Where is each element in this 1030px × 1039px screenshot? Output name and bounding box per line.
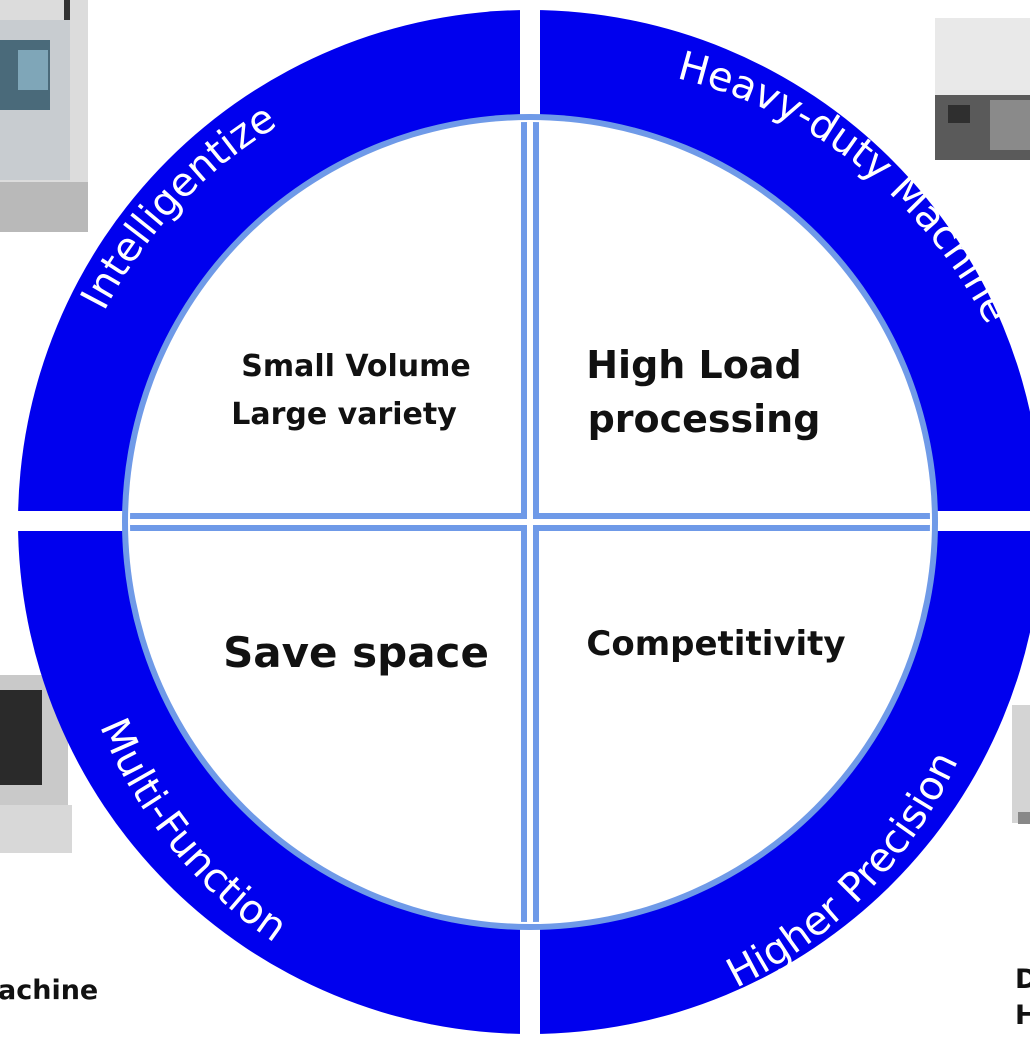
- machine-image-bottom-left: [0, 675, 72, 853]
- quadrant-text-competitivity: Competitivity: [586, 624, 845, 664]
- quadrant-text-large-variety: Large variety: [231, 397, 457, 432]
- caption-machine-right: D H: [1015, 962, 1030, 1034]
- caption-right-line-1: D: [1015, 964, 1030, 995]
- quadrant-text-high-load: High Load: [586, 343, 801, 387]
- machine-image-top-right: [935, 18, 1030, 160]
- caption-machine-left: achine: [0, 975, 99, 1006]
- quadrant-text-small-volume: Small Volume: [241, 349, 471, 384]
- quadrant-text-processing: processing: [588, 397, 821, 441]
- machine-image-bottom-right: [1012, 705, 1030, 824]
- caption-right-line-2: H: [1015, 1000, 1030, 1031]
- machine-image-top-left: [0, 0, 88, 232]
- quadrant-text-save-space: Save space: [223, 628, 489, 677]
